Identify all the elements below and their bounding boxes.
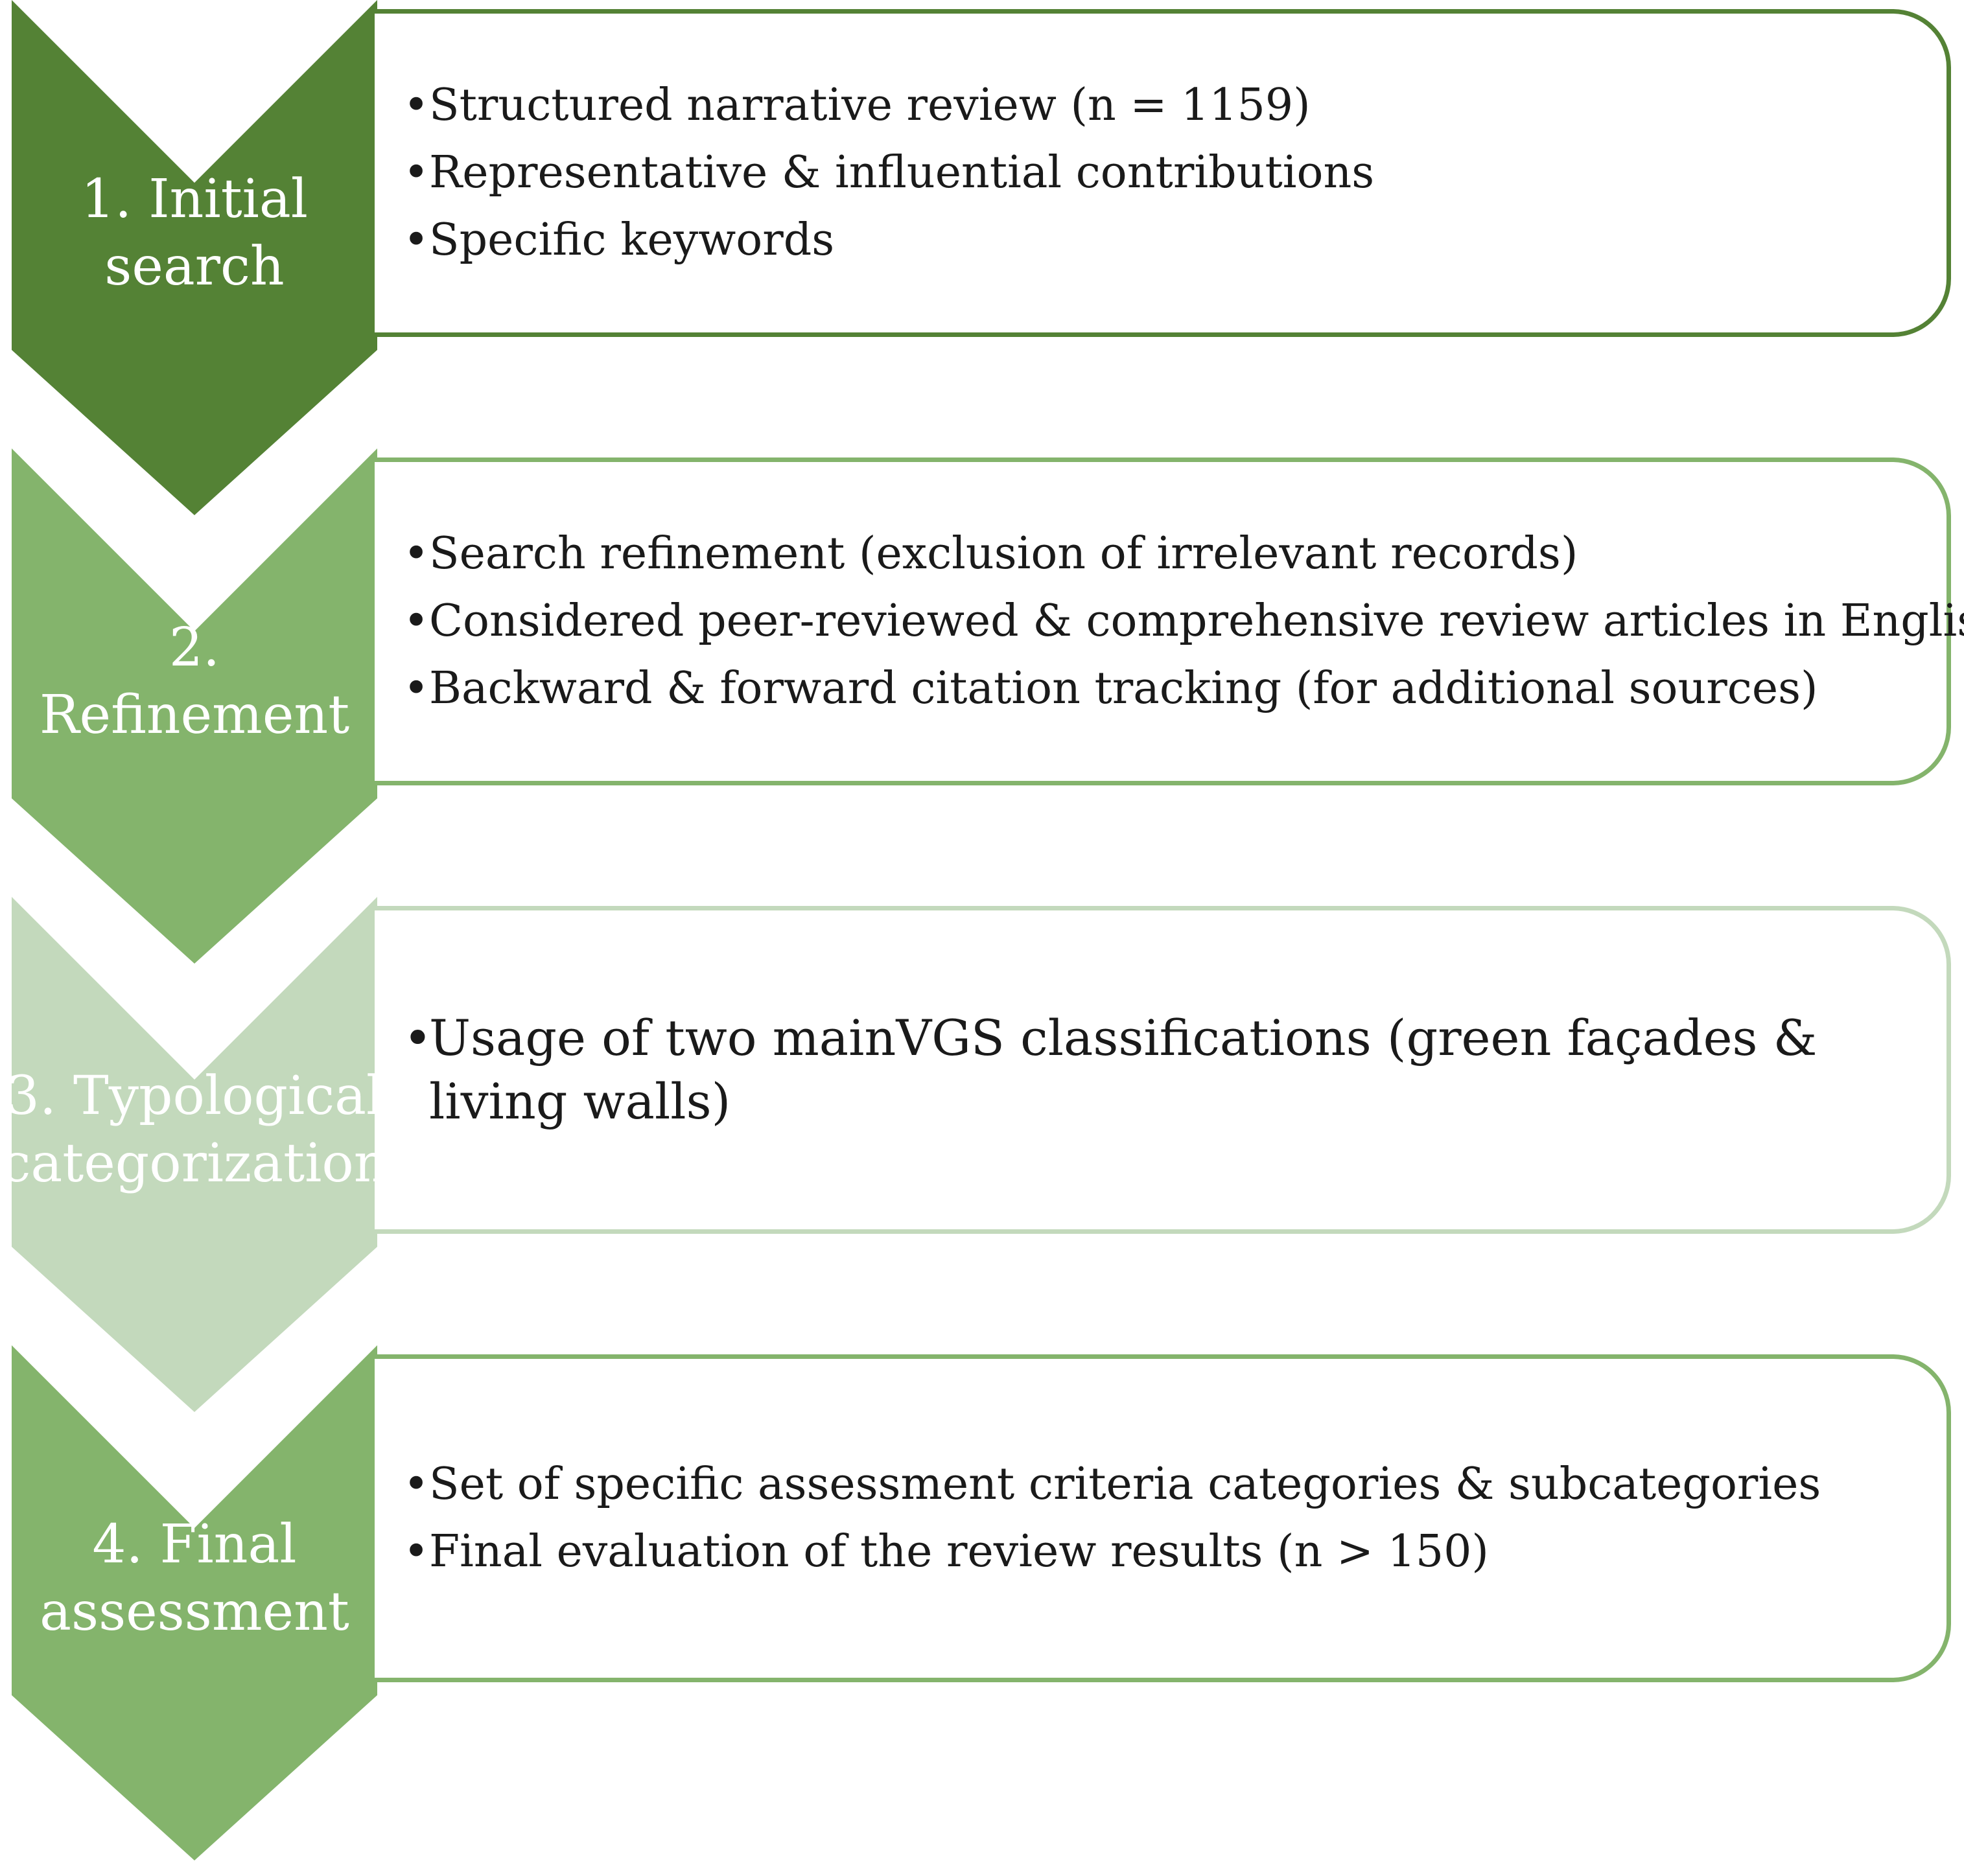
chevron-shape bbox=[12, 897, 377, 1412]
bullet-item: Usage of two mainVGS classifications (gr… bbox=[403, 1006, 1908, 1133]
step-label: 3. Typological categorization bbox=[1, 1065, 388, 1194]
bullet-list: Search refinement (exclusion of irreleva… bbox=[403, 520, 1964, 723]
step-label: 4. Final assessment bbox=[40, 1514, 349, 1643]
step-label: 1. Initial search bbox=[80, 168, 309, 297]
bullet-list: Structured narrative review (n = 1159) R… bbox=[403, 72, 1908, 274]
chevron-arrow bbox=[12, 897, 377, 1412]
step-chevron bbox=[0, 897, 389, 1412]
chevron-shape bbox=[12, 448, 377, 964]
step-chevron bbox=[0, 1345, 389, 1860]
bullet-item: Structured narrative review (n = 1159) bbox=[403, 72, 1908, 139]
step-chevron bbox=[0, 0, 389, 515]
chevron-shape bbox=[12, 1345, 377, 1860]
step-detail-box: Set of specific assessment criteria cate… bbox=[375, 1354, 1951, 1682]
bullet-item: Search refinement (exclusion of irreleva… bbox=[403, 520, 1908, 588]
chevron-arrow bbox=[12, 448, 377, 964]
bullet-item: Specific keywords bbox=[403, 207, 1908, 274]
bullet-item: Final evaluation of the review results (… bbox=[403, 1518, 1908, 1586]
chevron-shape bbox=[12, 0, 377, 515]
bullet-list: Set of specific assessment criteria cate… bbox=[403, 1451, 1908, 1586]
bullet-item: Set of specific assessment criteria cate… bbox=[403, 1451, 1908, 1518]
step-detail-box: Usage of two mainVGS classifications (gr… bbox=[375, 906, 1951, 1234]
bullet-item: Representative & influential contributio… bbox=[403, 139, 1908, 207]
step-detail-box: Structured narrative review (n = 1159) R… bbox=[375, 9, 1951, 337]
bullet-item: Backward & forward citation tracking (fo… bbox=[403, 655, 1908, 723]
bullet-list: Usage of two mainVGS classifications (gr… bbox=[403, 1006, 1908, 1133]
step-label: 2. Refinement bbox=[39, 617, 350, 746]
bullet-item: Considered peer-reviewed & comprehensive… bbox=[403, 588, 1964, 655]
chevron-arrow bbox=[12, 1345, 377, 1860]
step-chevron bbox=[0, 448, 389, 964]
step-detail-box: Search refinement (exclusion of irreleva… bbox=[375, 457, 1964, 785]
chevron-arrow bbox=[12, 0, 377, 515]
